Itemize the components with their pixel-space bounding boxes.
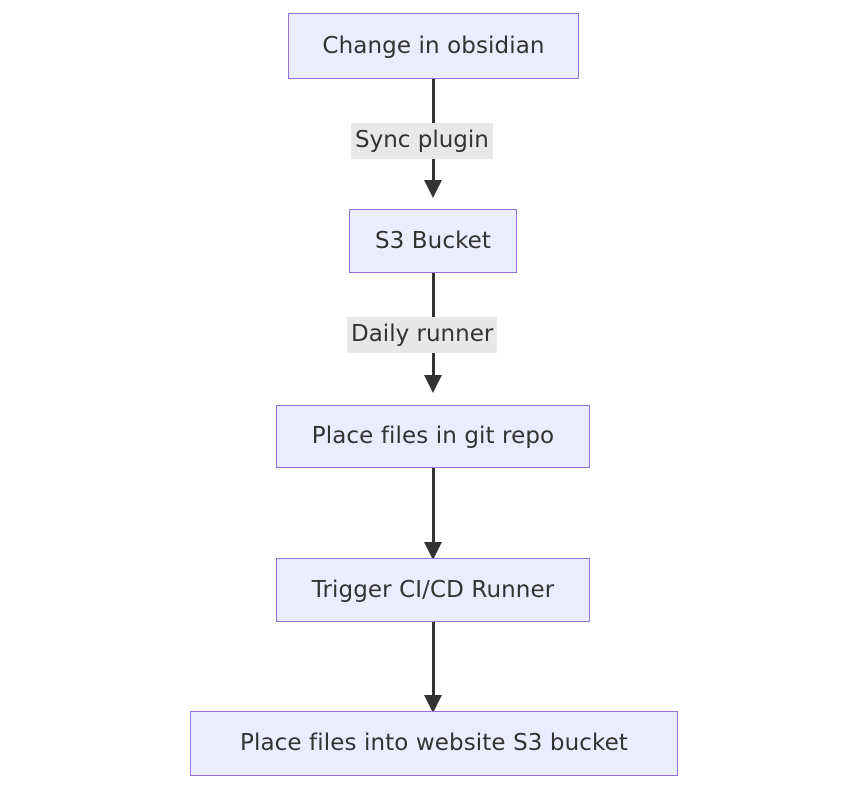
arrow-down-icon — [424, 542, 442, 560]
node-label: Place files into website S3 bucket — [240, 730, 628, 756]
arrow-down-icon — [424, 180, 442, 198]
edge-line-git-repo-to-cicd — [432, 468, 435, 543]
edge-label-daily-runner: Daily runner — [347, 317, 498, 353]
node-place-files-into-website-s3-bucket[interactable]: Place files into website S3 bucket — [190, 711, 678, 776]
node-label: Change in obsidian — [322, 32, 545, 59]
node-place-files-in-git-repo[interactable]: Place files in git repo — [276, 405, 590, 468]
node-change-in-obsidian[interactable]: Change in obsidian — [288, 13, 579, 79]
edge-line-cicd-to-website-bucket — [432, 622, 435, 696]
node-label: Place files in git repo — [311, 423, 555, 449]
edge-label-sync-plugin: Sync plugin — [351, 123, 493, 159]
arrow-down-icon — [424, 375, 442, 393]
node-label: Trigger CI/CD Runner — [311, 576, 555, 603]
node-s3-bucket[interactable]: S3 Bucket — [349, 209, 517, 273]
arrow-down-icon — [424, 695, 442, 713]
node-label: S3 Bucket — [374, 227, 492, 254]
node-trigger-ci-cd-runner[interactable]: Trigger CI/CD Runner — [276, 558, 590, 622]
